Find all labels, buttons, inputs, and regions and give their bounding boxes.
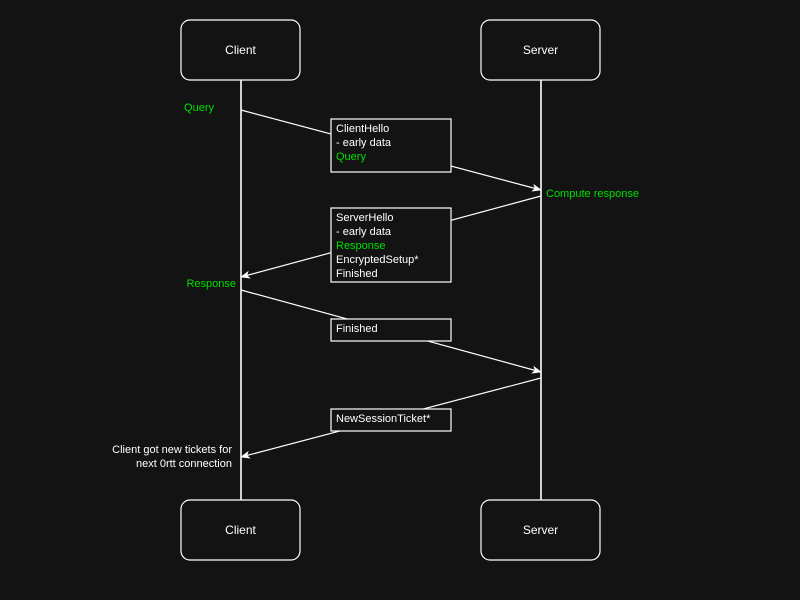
actor-box-frame-client-top [180, 19, 301, 81]
actor-label-client-bottom: Client [225, 523, 256, 537]
note-compute-response: Compute response [546, 188, 639, 200]
actor-box-frame-server-top [480, 19, 601, 81]
messages-layer: ClientHello- early dataQueryServerHello-… [240, 109, 542, 459]
message-line-client-hello-1: - early data [336, 137, 392, 149]
message-line-server-hello-2: Response [336, 240, 386, 252]
note-query-line-0: Query [184, 102, 214, 114]
actor-box-frame-server-bottom [480, 499, 601, 561]
message-box-client-hello [330, 118, 452, 173]
actor-label-client-top: Client [225, 43, 256, 57]
actor-label-server-top: Server [523, 43, 558, 57]
note-query: Query [184, 102, 214, 114]
message-box-finished [330, 318, 452, 342]
note-new-tickets: Client got new tickets for next 0rtt conn… [112, 444, 232, 470]
actor-label-server-bottom: Server [523, 523, 558, 537]
message-line-finished-0: Finished [336, 323, 378, 335]
note-compute-response-line-0: Compute response [546, 188, 639, 200]
message-box-new-session-ticket [330, 408, 452, 432]
actor-box-server-bottom[interactable]: Server [480, 499, 601, 561]
actor-box-frame-client-bottom [180, 499, 301, 561]
message-new-session-ticket[interactable]: NewSessionTicket* [240, 377, 542, 459]
actor-box-server-top[interactable]: Server [480, 19, 601, 81]
message-line-client-hello-0: ClientHello [336, 123, 389, 135]
message-box-server-hello [330, 207, 452, 283]
message-line-client-hello-2: Query [336, 151, 366, 163]
actor-box-client-bottom[interactable]: Client [180, 499, 301, 561]
message-line-server-hello-4: Finished [336, 268, 378, 280]
message-line-server-hello-0: ServerHello [336, 212, 393, 224]
message-line-new-session-ticket-0: NewSessionTicket* [336, 413, 431, 425]
note-response-line-0: Response [186, 278, 236, 290]
message-line-server-hello-1: - early data [336, 226, 392, 238]
note-new-tickets-line-1: next 0rtt connection [136, 458, 232, 470]
message-server-hello[interactable]: ServerHello - early dataResponseEncrypted… [240, 195, 542, 283]
message-finished[interactable]: Finished [240, 289, 542, 374]
note-response: Response [186, 278, 236, 290]
note-new-tickets-line-0: Client got new tickets for [112, 444, 232, 456]
actor-box-client-top[interactable]: Client [180, 19, 301, 81]
message-line-server-hello-3: EncryptedSetup* [336, 254, 419, 266]
